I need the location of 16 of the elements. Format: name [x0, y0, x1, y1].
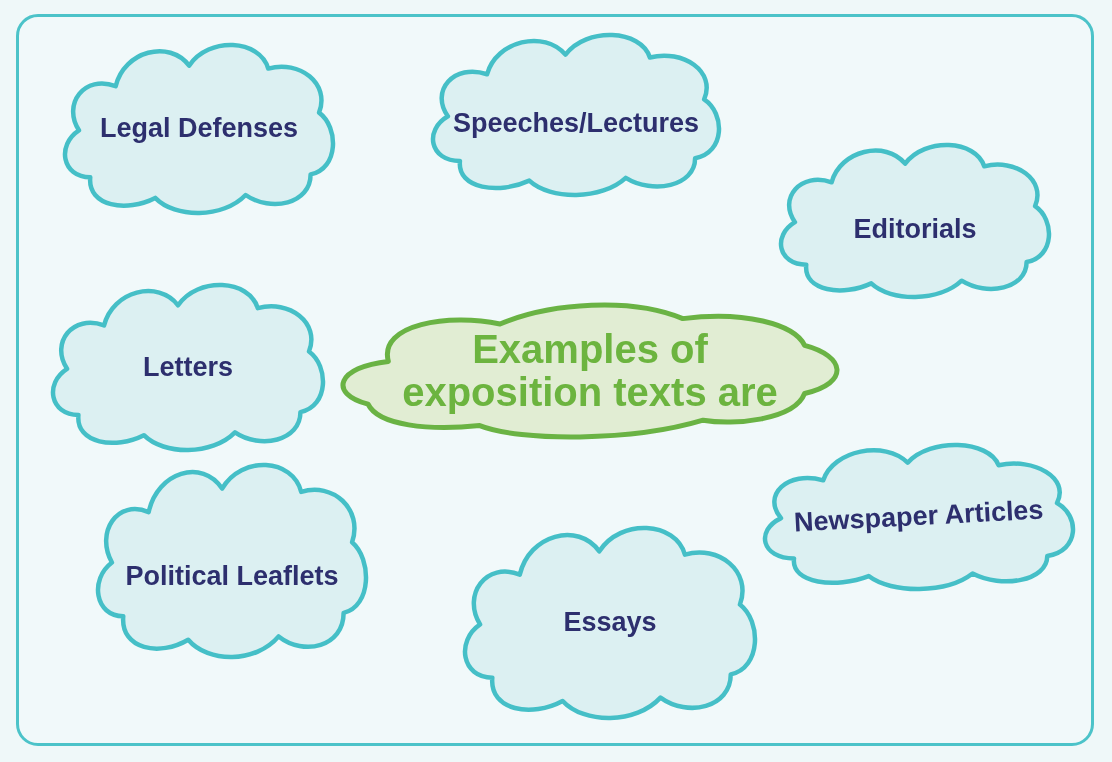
- cloud-shape: [778, 142, 1052, 300]
- cloud-shape: [50, 282, 326, 453]
- cloud-shape: [62, 42, 336, 216]
- cloud-label: Examples of exposition texts are: [401, 327, 779, 415]
- cloud-label: Letters: [143, 350, 233, 384]
- cloud-label: Political Leaflets: [125, 560, 339, 594]
- cloud-label: Newspaper Articles: [793, 493, 1045, 540]
- cloud-label: Essays: [563, 606, 657, 640]
- cloud-shape: [95, 462, 369, 660]
- cloud-label: Speeches/Lectures: [452, 107, 700, 141]
- cloud-shape: [340, 302, 840, 440]
- cloud-shape: [430, 32, 722, 198]
- cloud-shape: [762, 442, 1076, 592]
- cloud-label: Editorials: [853, 213, 977, 247]
- cloud-shape: [462, 525, 758, 721]
- cloud-label: Legal Defenses: [99, 112, 299, 146]
